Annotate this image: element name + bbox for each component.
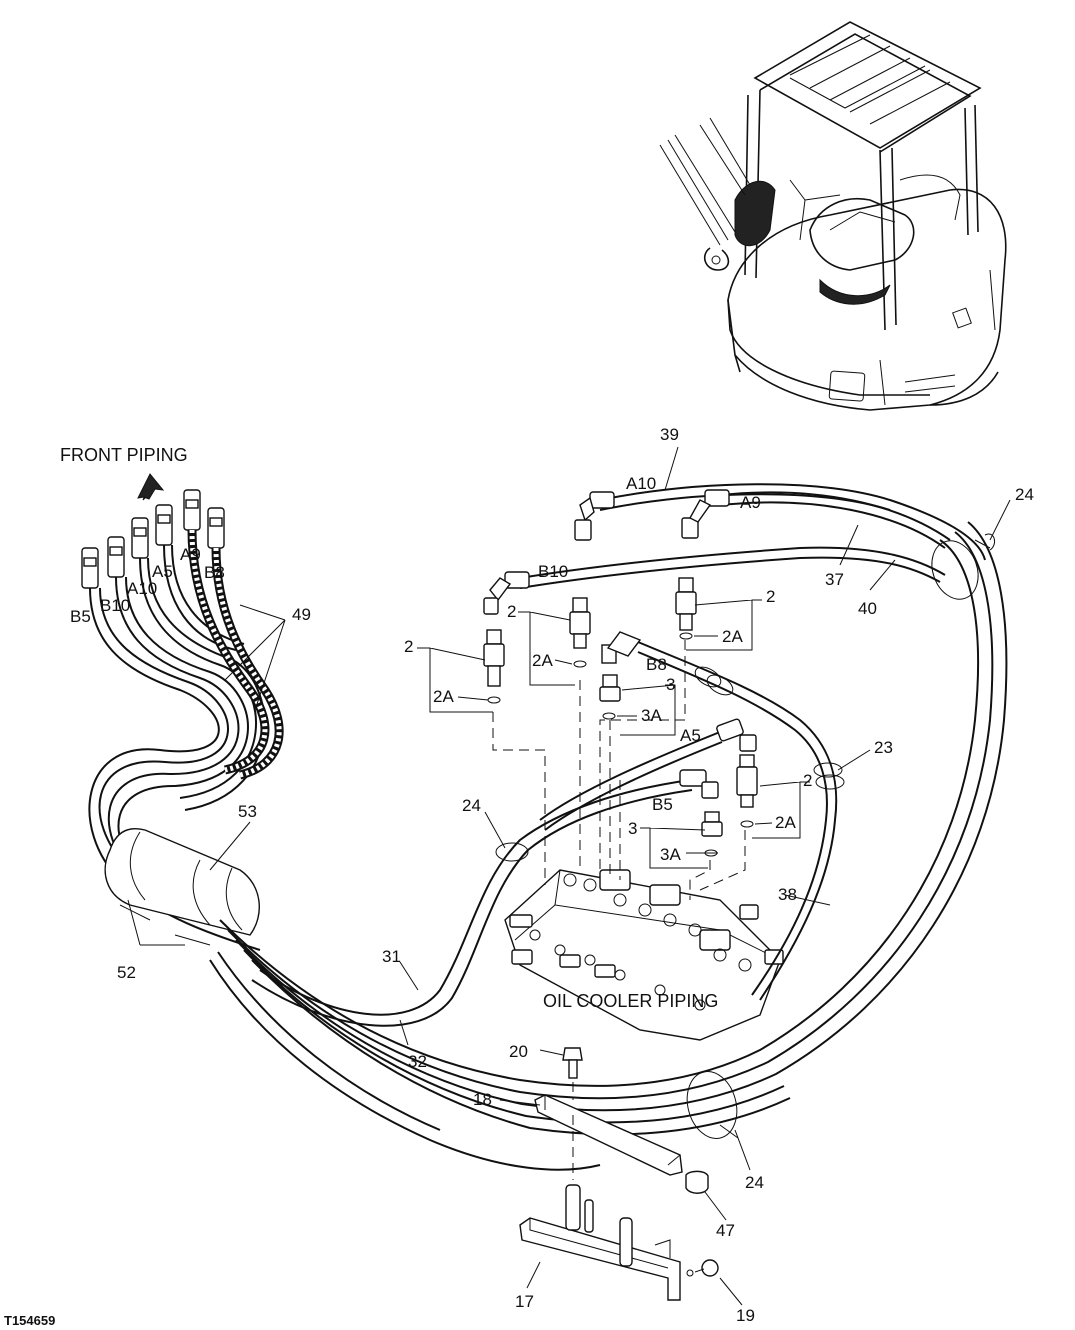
hose-tag-a5-rear: A5 — [680, 726, 701, 745]
front-piping-bundle — [81, 473, 1008, 1171]
hose-tag-b10-rear: B10 — [538, 562, 568, 581]
part-17: 17 — [515, 1292, 534, 1311]
control-valve — [504, 869, 784, 1041]
hose-tag-a5-front: A5 — [152, 562, 173, 581]
protective-sleeve — [104, 828, 260, 936]
part-3a-upper: 3A — [641, 706, 662, 725]
adapter-fittings — [483, 577, 758, 857]
part-2-lower: 2 — [803, 771, 812, 790]
hose-tag-b5-rear: B5 — [652, 795, 673, 814]
part-24-bottom: 24 — [745, 1173, 764, 1192]
hose-tag-b10-front: B10 — [100, 596, 130, 615]
part-53: 53 — [238, 802, 257, 821]
hose-end-fittings — [81, 489, 225, 589]
part-24-mid: 24 — [462, 796, 481, 815]
part-3-upper: 3 — [666, 675, 675, 694]
hose-tag-a10-front: A10 — [127, 579, 157, 598]
front-hoses — [88, 529, 284, 951]
part-39: 39 — [660, 425, 679, 444]
rear-tubes — [483, 483, 996, 615]
hose-tag-b5-front: B5 — [70, 607, 91, 626]
part-18: 18 — [473, 1090, 492, 1109]
part-2a-right: 2A — [722, 627, 743, 646]
part-3-lower: 3 — [628, 819, 637, 838]
excavator-illustration — [659, 21, 1007, 411]
part-31: 31 — [382, 947, 401, 966]
hose-tag-a10-rear: A10 — [626, 474, 656, 493]
leader-lines — [127, 446, 1011, 1306]
part-52: 52 — [117, 963, 136, 982]
bracket-assembly — [519, 1047, 739, 1301]
part-38: 38 — [778, 885, 797, 904]
hose-tag-b8-front: B8 — [204, 563, 225, 582]
part-2-mid: 2 — [507, 602, 516, 621]
part-32: 32 — [408, 1052, 427, 1071]
part-2a-lower: 2A — [775, 813, 796, 832]
part-20: 20 — [509, 1042, 528, 1061]
part-49: 49 — [292, 605, 311, 624]
hose-tag-a9-front: A9 — [180, 545, 201, 564]
hose-tag-a9-rear: A9 — [740, 493, 761, 512]
part-24-top: 24 — [1015, 485, 1034, 504]
part-2a-left: 2A — [433, 687, 454, 706]
part-2-left: 2 — [404, 637, 413, 656]
part-19: 19 — [736, 1306, 755, 1325]
figure-id: T154659 — [4, 1313, 55, 1328]
part-37: 37 — [825, 570, 844, 589]
main-hose-bundle — [209, 521, 1008, 1171]
hose-tag-b8-rear: B8 — [646, 655, 667, 674]
part-2-right: 2 — [766, 587, 775, 606]
part-2a-mid: 2A — [532, 651, 553, 670]
part-3a-lower: 3A — [660, 845, 681, 864]
part-23: 23 — [874, 738, 893, 757]
front-direction-arrow-icon — [137, 473, 165, 500]
part-40: 40 — [858, 599, 877, 618]
front-piping-caption: FRONT PIPING — [60, 445, 188, 465]
part-47: 47 — [716, 1221, 735, 1240]
oil-cooler-piping-caption: OIL COOLER PIPING — [543, 991, 718, 1011]
valve-tubes — [251, 631, 845, 1027]
text-labels: FRONT PIPING OIL COOLER PIPING B5 B10 A1… — [4, 425, 1034, 1328]
